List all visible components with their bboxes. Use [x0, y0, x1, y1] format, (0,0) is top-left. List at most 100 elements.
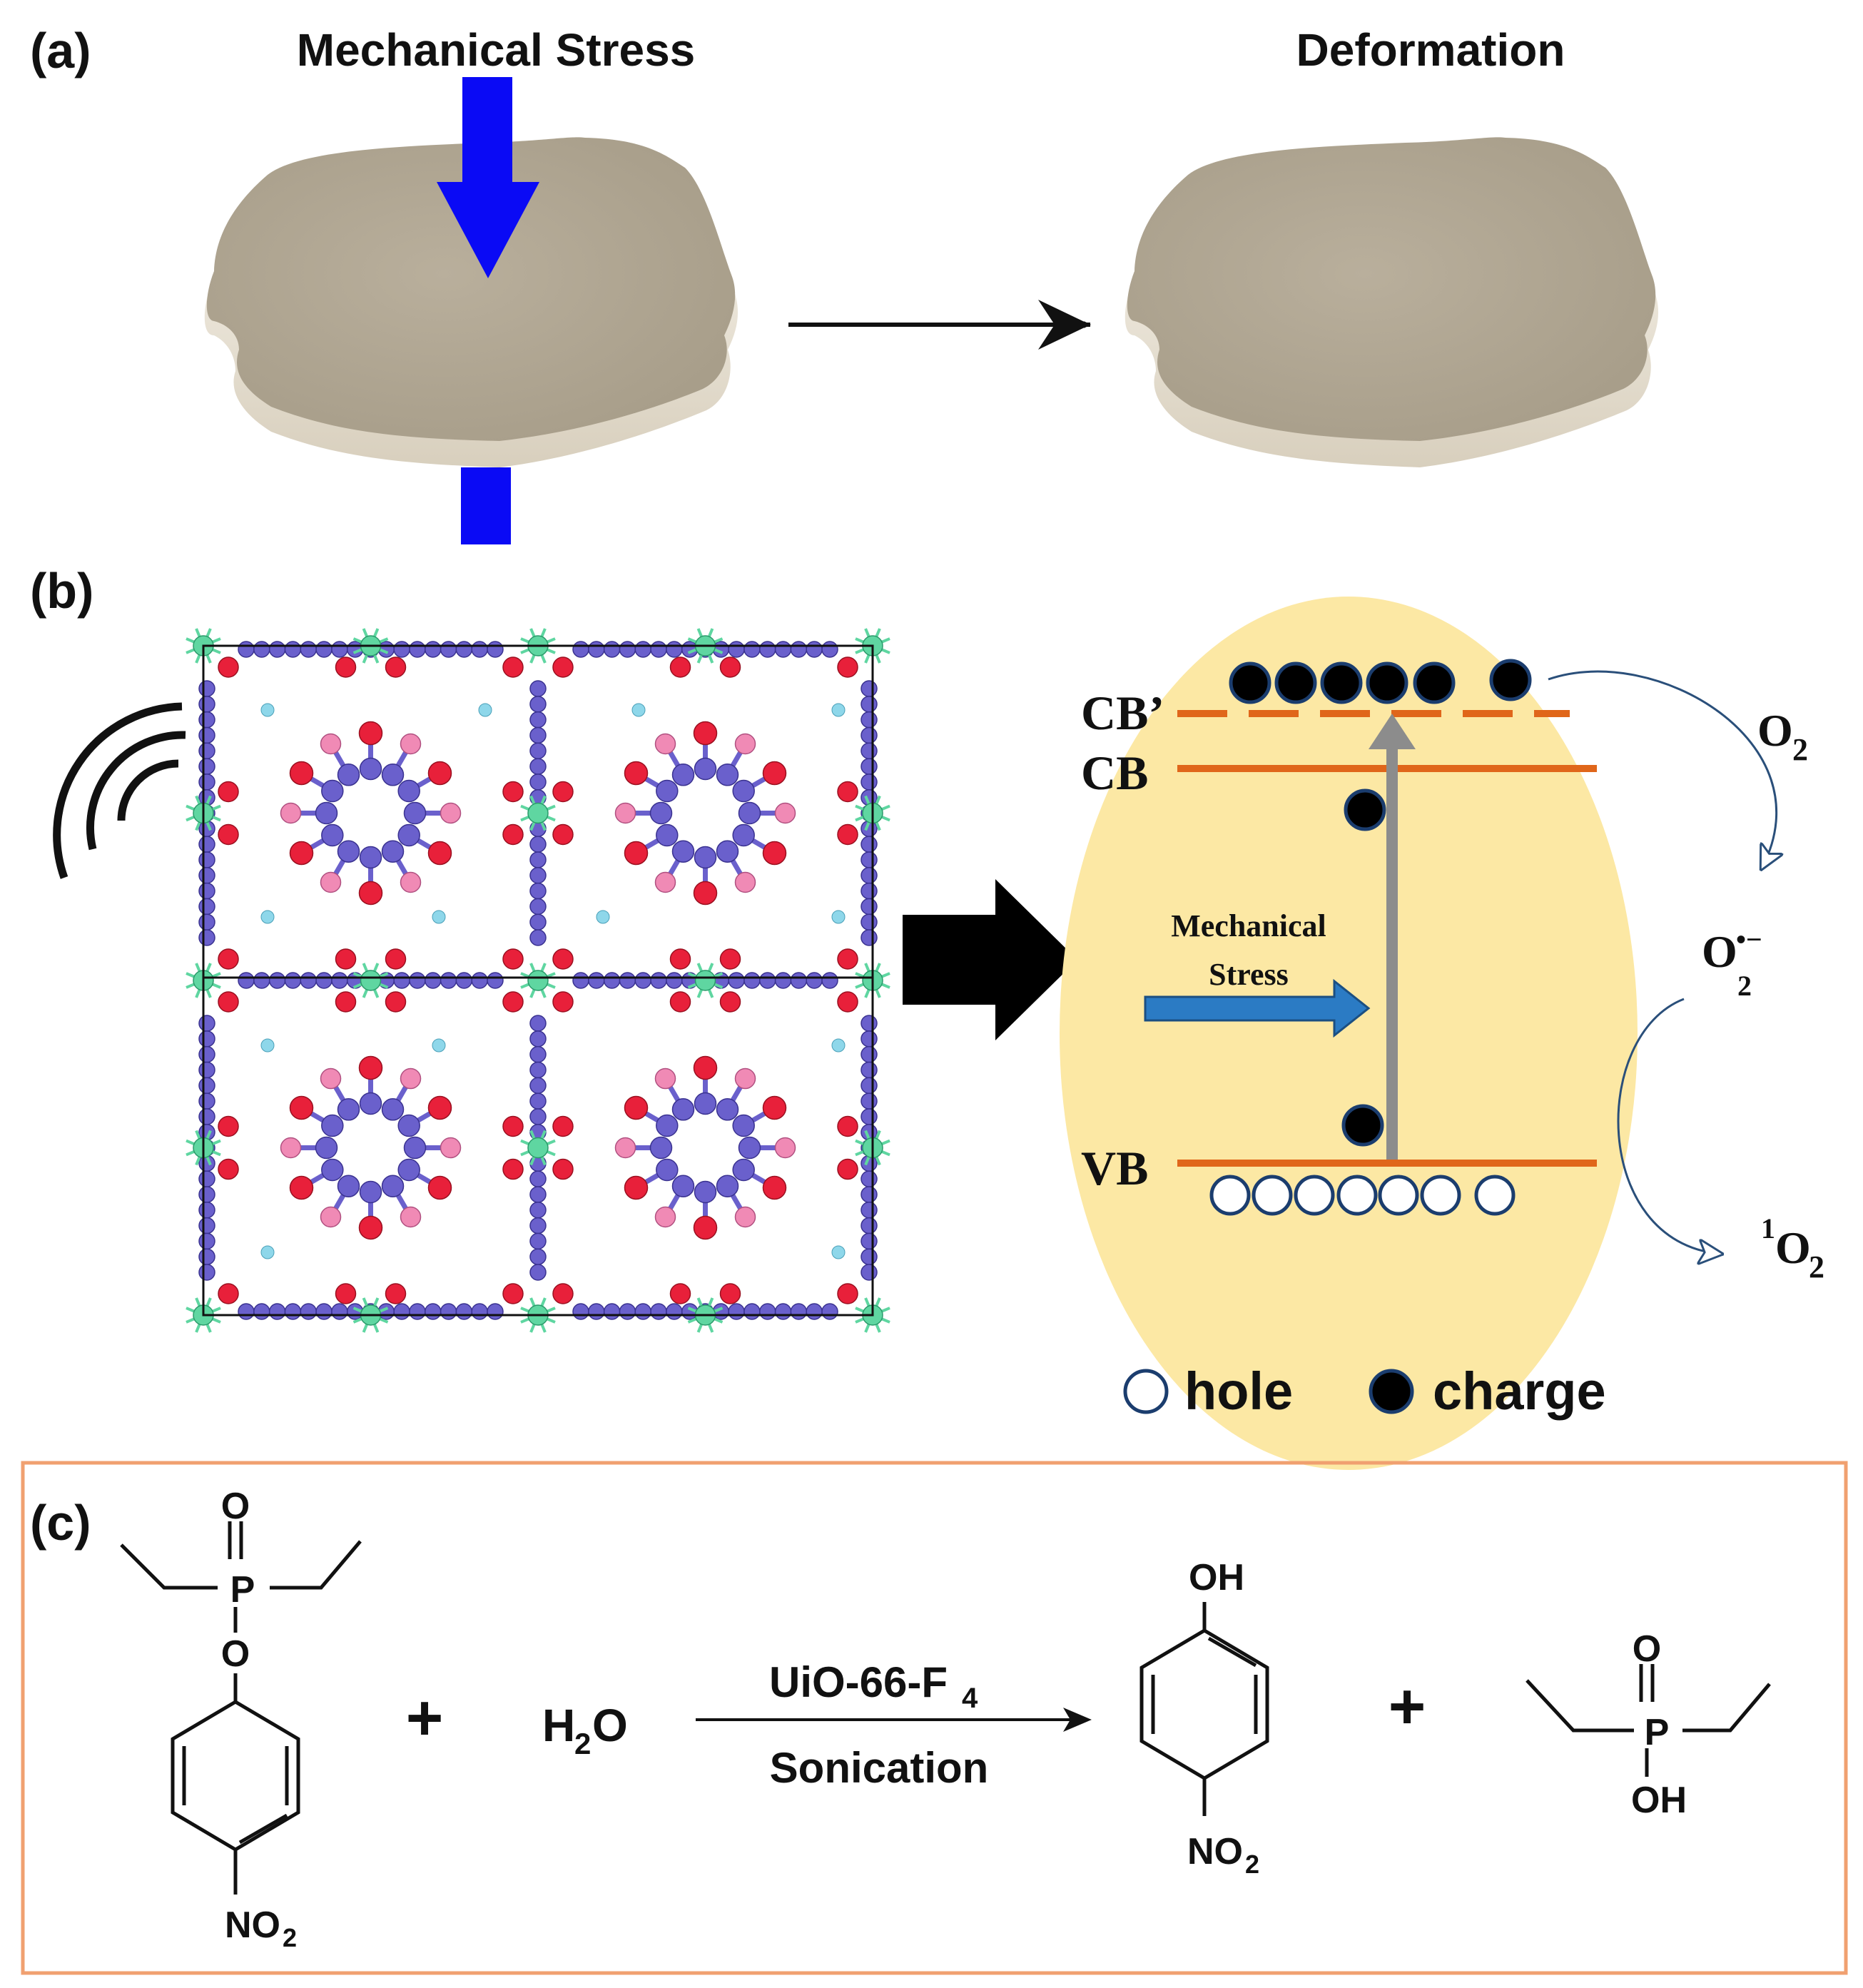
stress-label-line1: Mechanical — [1171, 908, 1326, 943]
ultrasound-waves-icon — [53, 702, 186, 879]
carbon-atom — [529, 1092, 547, 1110]
fluorine-atom — [654, 1067, 676, 1090]
carbon-atom — [650, 641, 667, 658]
carbon-atom — [471, 972, 488, 989]
stress-arrow-down — [437, 77, 539, 544]
charge-dot — [1274, 661, 1317, 704]
carbon-atom — [198, 929, 215, 946]
plus-sign-1: + — [406, 1683, 444, 1754]
carbon-atom — [198, 882, 215, 900]
product2-p: P — [1645, 1712, 1670, 1753]
carbon-atom — [656, 823, 679, 847]
carbon-atom — [331, 641, 348, 658]
carbon-atom — [588, 1303, 605, 1320]
carbon-atom — [529, 1061, 547, 1079]
hole-dot — [1420, 1175, 1461, 1216]
oxygen-atom — [427, 761, 452, 786]
legend-charge-label: charge — [1433, 1361, 1606, 1421]
carbon-atom — [603, 972, 621, 989]
oxygen-atom — [552, 1115, 574, 1137]
oxygen-atom — [502, 1115, 524, 1137]
carbon-atom — [603, 1303, 621, 1320]
carbon-atom — [716, 1098, 739, 1121]
panel-a-label: (a) — [30, 23, 91, 78]
carbon-atom — [321, 1158, 344, 1182]
carbon-atom — [198, 1170, 215, 1187]
charge-dot — [1229, 661, 1271, 704]
carbon-atom — [403, 801, 427, 825]
oxygen-atom — [218, 823, 239, 846]
carbon-atom — [728, 1303, 745, 1320]
carbon-atom — [529, 882, 547, 900]
carbon-atom — [409, 1303, 426, 1320]
semiconductor-ellipse — [1060, 597, 1638, 1470]
carbon-atom — [716, 764, 739, 786]
carbon-atom — [821, 1303, 838, 1320]
carbon-atom — [397, 779, 420, 803]
legend-hole-icon — [1123, 1369, 1169, 1414]
oxygen-atom — [552, 656, 574, 678]
carbon-atom — [198, 711, 215, 729]
carbon-atom — [397, 1114, 420, 1137]
legend-hole-label: hole — [1184, 1361, 1293, 1421]
carbon-atom — [529, 913, 547, 930]
reactant-molecule — [120, 1521, 362, 1895]
carbon-atom — [732, 823, 755, 847]
carbon-atom — [359, 1092, 382, 1115]
carbon-atom — [634, 1303, 651, 1320]
carbon-atom — [529, 929, 547, 946]
band-diagram: CB’ CB VB Mechanical Stress O 2 O — [1060, 597, 1824, 1470]
carbon-atom — [337, 840, 360, 863]
oxygen-atom — [693, 721, 718, 746]
carbon-atom — [300, 1303, 317, 1320]
carbon-atom — [694, 1180, 717, 1204]
oxygen-atom — [762, 841, 787, 866]
carbon-atom — [337, 1098, 360, 1121]
carbon-atom — [790, 641, 808, 658]
stress-label-line2: Stress — [1209, 957, 1289, 992]
product2-o-double: O — [1633, 1628, 1661, 1670]
panel-b-label: (b) — [30, 563, 93, 619]
carbon-atom — [861, 711, 878, 729]
carbon-atom — [268, 1303, 286, 1320]
carbon-atom — [300, 641, 317, 658]
carbon-atom — [619, 641, 636, 658]
carbon-atom — [198, 758, 215, 775]
carbon-atom — [440, 1303, 457, 1320]
product-nitrophenol — [1139, 1602, 1269, 1816]
charge-dot — [1341, 1104, 1384, 1147]
stress-arrow-shaft-bottom — [461, 467, 511, 544]
carbon-atom — [861, 1170, 878, 1187]
oxygen-atom — [358, 1215, 383, 1240]
carbon-atom — [455, 1303, 473, 1320]
hydrogen-atom — [831, 1245, 846, 1259]
carbon-atom — [315, 1136, 338, 1160]
carbon-atom — [198, 851, 215, 868]
charge-dot — [1489, 659, 1532, 701]
product2-oh: OH — [1631, 1780, 1687, 1821]
carbon-atom — [634, 641, 651, 658]
oxygen-atom — [837, 1115, 858, 1137]
hole-dots — [1209, 1175, 1516, 1216]
carbon-atom — [619, 972, 636, 989]
carbon-atom — [666, 972, 683, 989]
carbon-atom — [790, 1303, 808, 1320]
carbon-atom — [381, 1098, 405, 1121]
carbon-atom — [529, 758, 547, 775]
fluorine-atom — [734, 733, 756, 755]
carbon-atom — [471, 1303, 488, 1320]
oxygen-atom — [385, 991, 407, 1013]
carbon-atom — [529, 1170, 547, 1187]
carbon-atom — [529, 774, 547, 791]
catalyst-sub: 4 — [962, 1683, 978, 1714]
carbon-atom — [198, 1108, 215, 1125]
carbon-atom — [861, 882, 878, 900]
reactant-nitro: NO 2 — [225, 1905, 297, 1952]
carbon-atom — [529, 696, 547, 713]
carbon-atom — [634, 972, 651, 989]
carbon-atom — [774, 641, 792, 658]
carbon-atom — [861, 1092, 878, 1110]
oxygen-atom — [719, 948, 741, 970]
carbon-atom — [529, 726, 547, 744]
